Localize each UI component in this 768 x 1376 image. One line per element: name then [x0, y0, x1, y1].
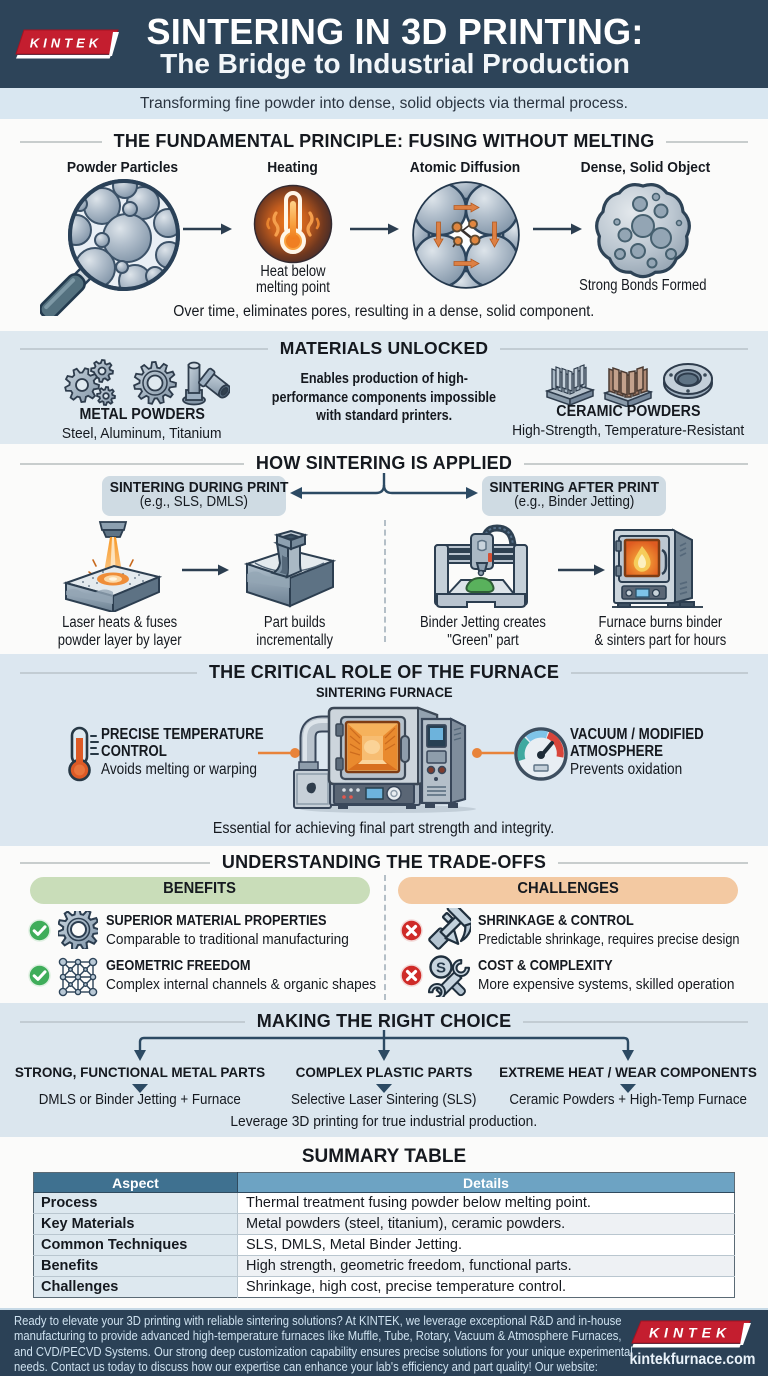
svg-text:KINTEK: KINTEK [30, 36, 102, 51]
svg-text:KINTEK: KINTEK [649, 1325, 731, 1341]
svg-text:S: S [436, 960, 446, 977]
